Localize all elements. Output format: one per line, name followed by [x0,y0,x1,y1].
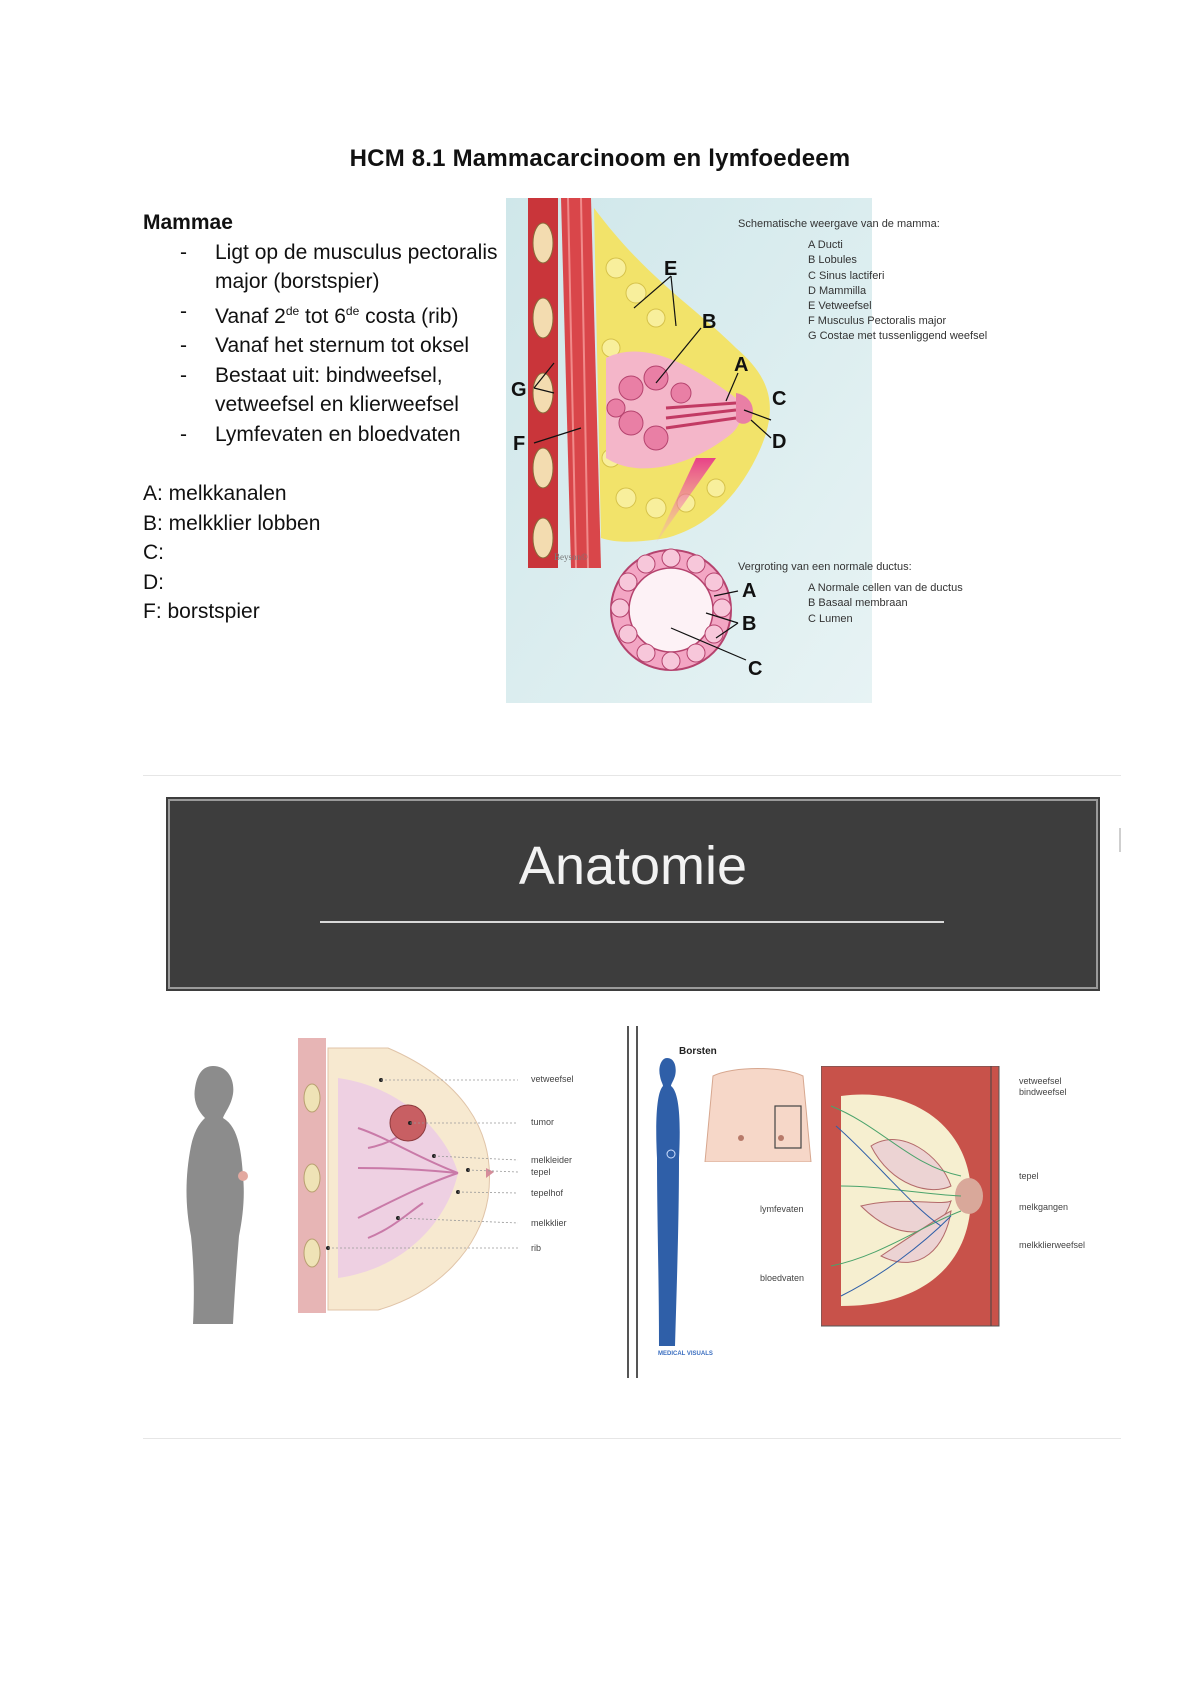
schematic-legend-item: C Sinus lactiferi [808,269,885,282]
legend-item: B: melkklier lobben [143,511,321,535]
inset-legend-item: C Lumen [808,612,853,625]
notes-section: Mammae Ligt op de musculus pectoralis ma… [143,208,503,627]
schematic-letter: B [702,311,716,333]
detail-label: melkklierweefsel [1019,1240,1086,1250]
inset-legend-item: A Normale cellen van de ductus [808,582,963,595]
borsten-heading: Borsten [679,1046,717,1057]
detail-label-left: bloedvaten [760,1273,805,1283]
inset-letter: C [748,658,762,680]
brand-label: MEDICAL VISUALS [658,1351,713,1357]
schematic-letter: D [772,431,786,453]
bullet-item: Vanaf 2de tot 6de costa (rib) [180,297,503,332]
bullet-item: Ligt op de musculus pectoralis major (bo… [180,238,503,297]
schematic-letter: G [511,379,527,401]
schematic-letter: A [734,354,748,376]
inset-letter: A [742,580,756,602]
slide-edge-marker [1119,828,1121,852]
crosssection-label: melkleider [531,1155,573,1165]
detail-label: vetweefsel [1019,1076,1062,1086]
blue-body-icon [656,1058,680,1346]
schematic-letter: C [772,388,786,410]
crosssection-label: melkklier [531,1218,567,1228]
bullet-item: Lymfevaten en bloedvaten [180,420,503,450]
inset-legend-item: B Basaal membraan [808,597,908,610]
schematic-legend-header: Schematische weergave van de mamma: [738,218,940,230]
crosssection-label: tumor [531,1117,555,1127]
slide-title-banner: Anatomie [168,799,1098,989]
schematic-letter: F [513,433,525,455]
detail-label-left: lymfevaten [760,1204,804,1214]
detail-label: tepel [1019,1171,1039,1181]
legend-item: F: borstspier [143,600,260,623]
crosssection-label: tepelhof [531,1188,564,1198]
legend-list: A: melkkanalen B: melkklier lobben C: D:… [143,479,503,627]
slide-title-underline [320,921,944,923]
inset-legend-header: Vergroting van een normale ductus: [738,561,912,573]
legend-item: C: [143,541,164,564]
legend-item: A: melkkanalen [143,482,287,505]
schematic-legend-item: F Musculus Pectoralis major [808,315,947,328]
slide-title: Anatomie [518,836,748,896]
schematic-legend-item: A Ducti [808,239,843,252]
detail-label: melkgangen [1019,1202,1069,1212]
inset-letter: B [742,613,756,635]
legend-item: D: [143,570,164,594]
crosssection-label: rib [531,1243,542,1253]
schematic-legend-item: D Mammilla [808,284,867,297]
schematic-legend-item: E Vetweefsel [808,300,872,313]
bullet-item: Vanaf het sternum tot oksel [180,331,503,361]
detail-label: bindweefsel [1019,1087,1067,1097]
inset-legend: Vergroting van een normale ductus: A Nor… [738,560,963,627]
crosssection-label: tepel [531,1167,551,1177]
bullet-item: Bestaat uit: bindweefsel, vetweefsel en … [180,361,503,420]
breast-schematic-figure: E B A G C F D A B C Beyson© [506,198,872,703]
schematic-legend-item: G Costae met tussenliggend weefsel [808,330,988,343]
slide-divider [627,1026,638,1378]
notes-heading: Mammae [143,211,233,234]
document-title: HCM 8.1 Mammacarcinoom en lymfoedeem [349,145,851,172]
schematic-legend-item: B Lobules [808,254,857,267]
breast-schematic-illustration: E B A G C F D A B C Beyson© [506,198,872,703]
crosssection-label: vetweefsel [531,1074,574,1084]
bullet-list: Ligt op de musculus pectoralis major (bo… [143,238,503,450]
schematic-letter: E [664,258,677,280]
breast-detail-illustration [821,1066,1000,1327]
anatomie-slide: Anatomie vetweefsel tumor melkleider tep… [143,775,1121,1439]
breast-crosssection-illustration [298,1038,519,1313]
figure-credit: Beyson© [554,552,588,562]
torso-illustration [704,1068,812,1162]
schematic-legend: Schematische weergave van de mamma: A Du… [738,217,987,345]
woman-silhouette-icon [186,1066,248,1324]
